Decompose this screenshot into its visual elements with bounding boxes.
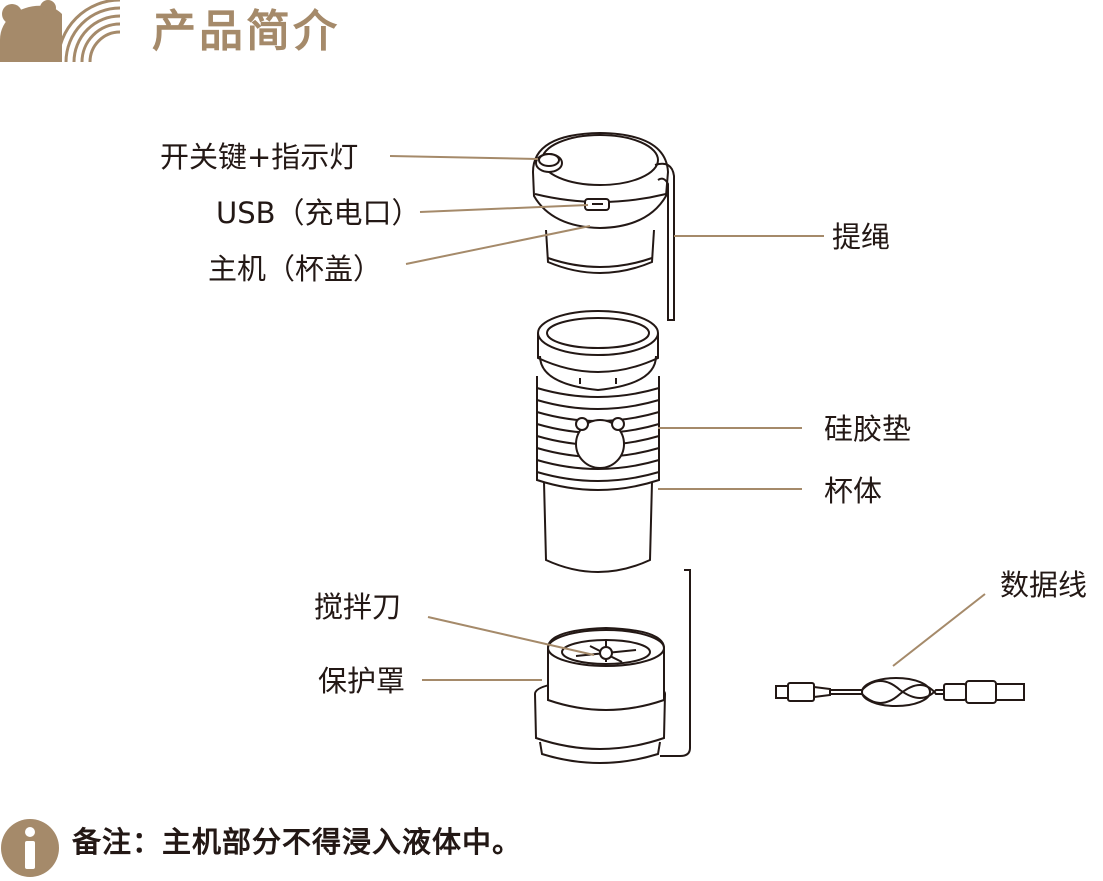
label-usb-port: USB（充电口） — [216, 196, 421, 230]
leader-data-cable — [892, 593, 986, 667]
label-cup-body: 杯体 — [824, 474, 883, 508]
leader-usb-port — [419, 204, 589, 213]
label-blade: 搅拌刀 — [314, 590, 402, 624]
note-text: 备注：主机部分不得浸入液体中。 — [72, 825, 523, 859]
data-cable — [775, 677, 1025, 707]
label-data-cable: 数据线 — [1000, 568, 1088, 602]
header: 产品简介 — [0, 0, 420, 70]
leader-main-unit — [405, 225, 591, 265]
label-main-unit: 主机（杯盖） — [208, 252, 383, 286]
main-unit-lid — [531, 131, 675, 321]
cup-body — [536, 310, 660, 573]
label-guard: 保护罩 — [318, 664, 406, 698]
note: 备注：主机部分不得浸入液体中。 — [0, 818, 700, 877]
info-icon — [1, 819, 59, 877]
label-silicone-pad: 硅胶垫 — [824, 412, 912, 446]
leader-power-button — [389, 155, 539, 160]
label-power-button: 开关键+指示灯 — [160, 140, 359, 174]
blade-base — [533, 569, 691, 764]
bear-arc-logo-icon — [0, 0, 121, 63]
label-strap: 提绳 — [832, 220, 891, 254]
page-title: 产品简介 — [152, 6, 340, 57]
leader-blade — [427, 616, 595, 656]
